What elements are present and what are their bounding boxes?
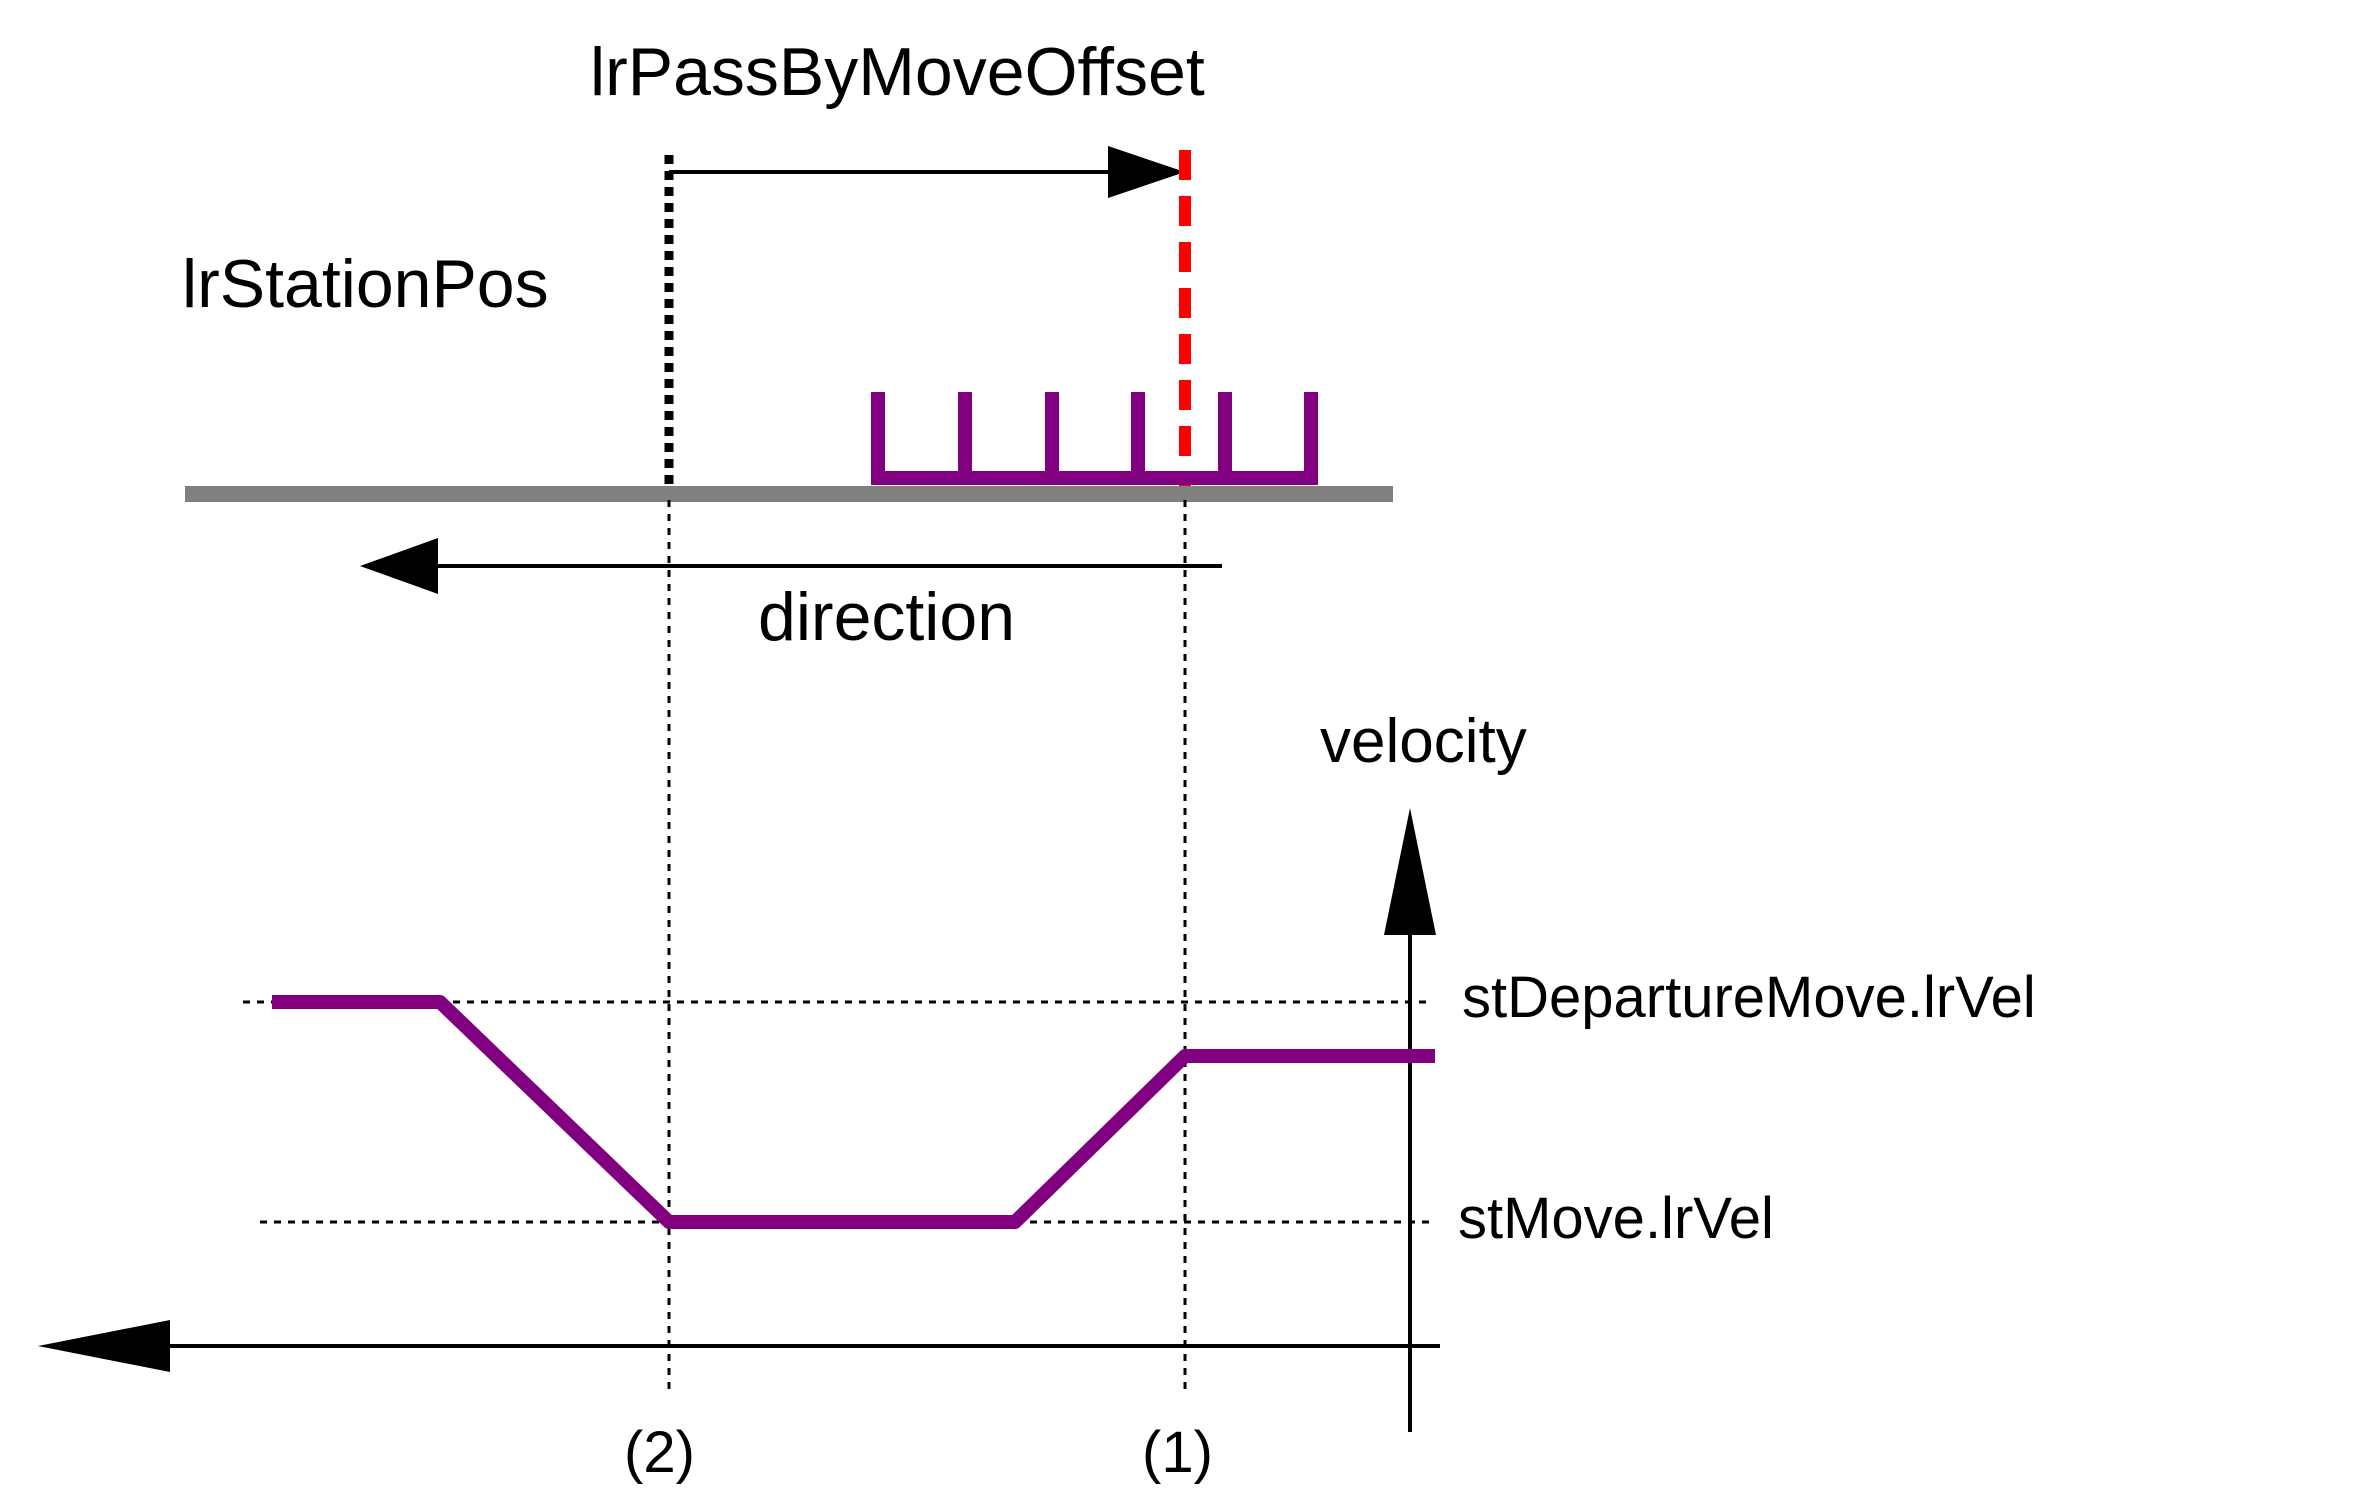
offset-label: lrPassByMoveOffset [590, 34, 1205, 110]
station-pos-label: lrStationPos [182, 246, 549, 322]
move-vel-label: stMove.lrVel [1458, 1186, 1774, 1251]
velocity-label: velocity [1320, 707, 1527, 776]
arrow-up-icon [1384, 808, 1436, 935]
arrow-left-icon [38, 1320, 170, 1372]
departure-vel-label: stDepartureMove.lrVel [1462, 965, 2036, 1030]
marker-2-label: (2) [624, 1420, 695, 1485]
marker-1-label: (1) [1142, 1420, 1213, 1485]
velocity-profile [272, 995, 1435, 1229]
arrow-left-icon [360, 538, 438, 594]
mover [871, 392, 1318, 485]
arrow-right-icon [1108, 146, 1185, 198]
direction-label: direction [758, 579, 1015, 655]
